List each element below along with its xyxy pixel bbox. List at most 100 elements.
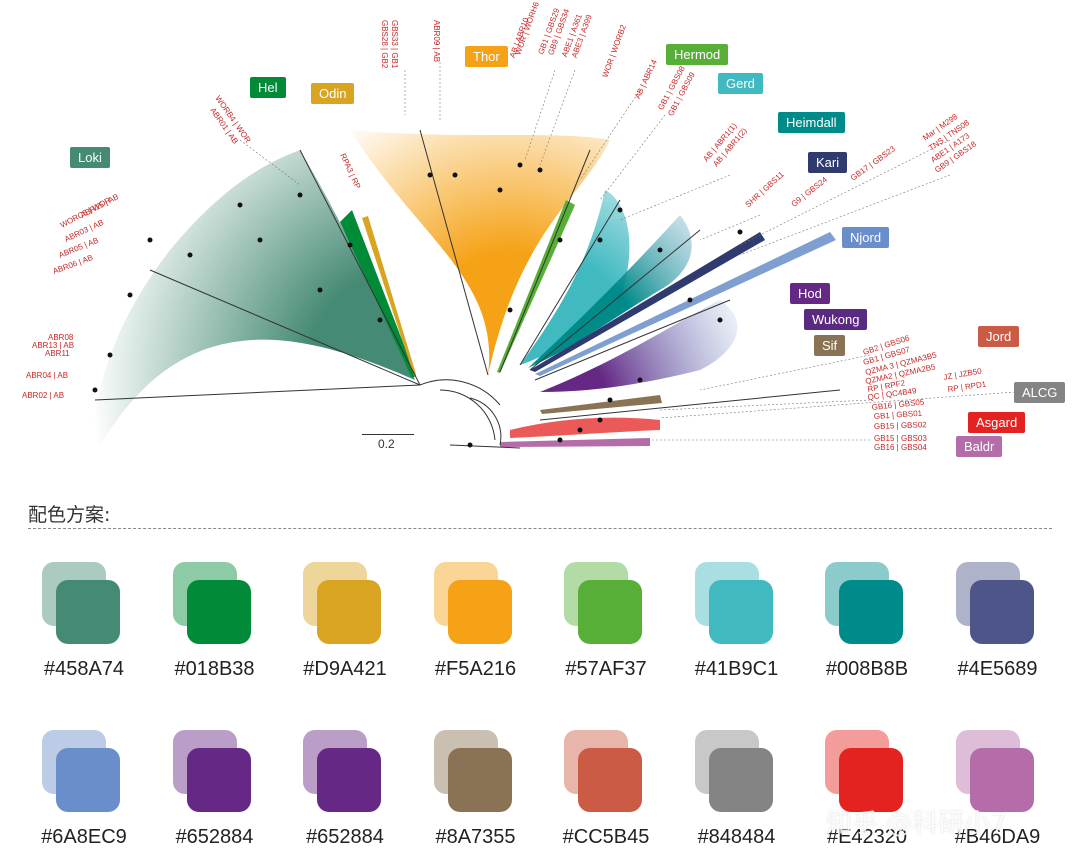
palette-title: 配色方案: xyxy=(28,504,111,526)
color-hex-label: #018B38 xyxy=(174,658,255,680)
color-hex-label: #E42320 xyxy=(826,826,908,848)
swatch-front-square xyxy=(317,748,381,812)
tip-label: JZ | JZB50 xyxy=(943,366,983,382)
color-swatch xyxy=(303,562,383,646)
tip-label: GB15 | GBS03 xyxy=(874,434,927,443)
color-swatch xyxy=(303,730,383,814)
color-swatch xyxy=(42,562,122,646)
odin-clade-fan xyxy=(362,216,416,376)
clade-label-sif: Sif xyxy=(814,335,846,356)
tip-label: GB15 | GBS02 xyxy=(874,420,928,431)
asgard-clade-fan xyxy=(510,417,660,438)
clade-label-kari: Kari xyxy=(808,152,848,173)
swatch-front-square xyxy=(839,580,903,644)
color-hex-label: #F5A216 xyxy=(434,658,517,680)
color-swatch xyxy=(42,730,122,814)
tip-label: ABR09 | AB xyxy=(432,20,441,62)
color-hex-label: #4E5689 xyxy=(957,658,1038,680)
tip-label: GB1 | GBS01 xyxy=(874,409,923,421)
clade-label-hod: Hod xyxy=(790,283,830,304)
loki-clade-fan xyxy=(93,150,415,455)
swatch-front-square xyxy=(186,748,251,812)
clade-label-wukong: Wukong xyxy=(804,309,868,330)
color-hex-label: #848484 xyxy=(697,826,776,848)
color-swatch xyxy=(172,562,253,646)
heimdall-clade-fan xyxy=(528,215,692,368)
baldr-clade-fan xyxy=(500,438,650,447)
color-hex-label: #008B8B xyxy=(825,658,909,680)
clade-label-loki: Loki xyxy=(70,147,110,168)
swatch-front-square xyxy=(317,580,381,644)
color-swatch xyxy=(955,730,1036,814)
swatch-front-square xyxy=(56,580,120,644)
clade-label-asgard: Asgard xyxy=(968,412,1026,433)
clade-label-thor: Thor xyxy=(465,46,508,67)
color-swatch xyxy=(564,562,644,646)
tree-nodes xyxy=(92,162,743,448)
color-swatch xyxy=(825,562,905,646)
tip-label: ABR06 | AB xyxy=(52,253,95,276)
color-swatch xyxy=(694,562,775,646)
color-swatch xyxy=(955,562,1036,646)
color-hex-label: #57AF37 xyxy=(565,658,647,680)
swatch-front-square xyxy=(447,748,512,812)
sif-clade-fan xyxy=(540,395,662,414)
clade-label-jord: Jord xyxy=(978,326,1020,347)
tip-label: WOR | WORB2 xyxy=(601,23,629,79)
tip-label: ABR11 xyxy=(45,349,70,358)
tip-label: GB16 | GBS04 xyxy=(874,443,927,452)
color-hex-label: #CC5B45 xyxy=(562,826,650,848)
swatch-front-square xyxy=(839,748,903,812)
color-hex-label: #8A7355 xyxy=(435,826,516,848)
tip-label: ABR08 xyxy=(48,333,74,342)
color-swatch xyxy=(172,730,253,814)
swatch-front-square xyxy=(186,580,251,644)
swatch-front-square xyxy=(56,748,120,812)
leader-lines xyxy=(239,62,1016,441)
tip-label: RPA3 | RP xyxy=(338,152,362,190)
color-hex-label: #652884 xyxy=(175,826,254,848)
kari-clade-fan xyxy=(530,232,765,372)
hel-clade-fan xyxy=(340,210,416,378)
swatch-front-square xyxy=(708,580,773,644)
tip-label: ABR02 | AB xyxy=(22,391,64,400)
swatch-front-square xyxy=(578,748,642,812)
color-hex-label: #6A8EC9 xyxy=(41,826,127,848)
njord-clade-fan xyxy=(535,232,836,376)
scale-bar xyxy=(362,434,414,441)
color-swatch xyxy=(694,730,775,814)
clade-label-gerd: Gerd xyxy=(718,73,763,94)
color-hex-label: #B46DA9 xyxy=(954,826,1041,848)
divider xyxy=(28,528,1052,529)
watermark: 知乎 @科研小7 xyxy=(826,809,1007,839)
clade-label-hel: Hel xyxy=(250,77,286,98)
tip-label: AB | ABR14 xyxy=(633,58,659,100)
swatch-front-square xyxy=(708,748,773,812)
color-hex-label: #458A74 xyxy=(43,658,125,680)
color-swatch xyxy=(564,730,644,814)
swatch-front-square xyxy=(447,580,512,644)
color-swatch xyxy=(825,730,905,814)
clade-label-hermod: Hermod xyxy=(666,44,729,65)
color-hex-label: #652884 xyxy=(306,826,384,848)
clade-label-baldr: Baldr xyxy=(956,436,1003,457)
tree-backbone xyxy=(94,129,841,449)
scale-bar-label: 0.2 xyxy=(378,437,395,451)
color-swatch xyxy=(433,562,514,646)
color-hex-label: #D9A421 xyxy=(303,658,387,680)
clade-label-njord: Njord xyxy=(842,227,890,248)
thor-clade-fan xyxy=(350,130,610,375)
color-hex-label: #41B9C1 xyxy=(694,658,779,680)
color-swatch xyxy=(433,730,514,814)
hod-clade-fan xyxy=(540,300,738,392)
clade-label-alcg: ALCG xyxy=(1014,382,1066,403)
tip-label: SHR | GBS11 xyxy=(744,169,787,209)
tip-label: ABR13 | AB xyxy=(32,341,74,350)
gerd-clade-fan xyxy=(520,190,630,365)
tip-label: GBS28 | GB2 xyxy=(380,20,389,69)
tip-label: ABR04 | AB xyxy=(26,371,68,380)
tip-label: RP | RPD1 xyxy=(947,380,987,394)
tip-label: GB17 | GBS23 xyxy=(849,144,897,183)
hermod-clade-fan xyxy=(497,200,575,373)
swatch-front-square xyxy=(578,580,642,644)
